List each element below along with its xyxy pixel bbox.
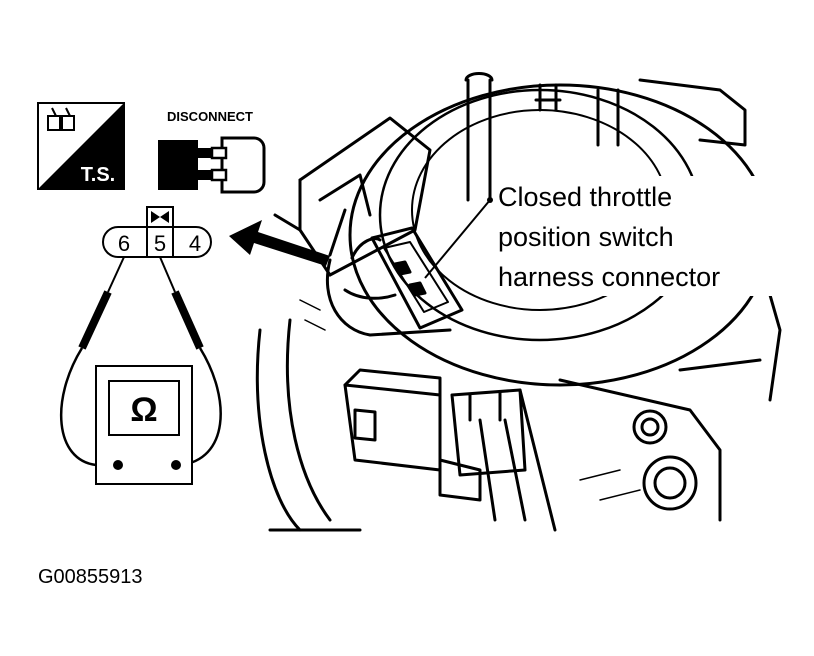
direction-arrow <box>229 220 330 266</box>
ohmmeter: Ω <box>59 256 222 485</box>
disconnect-icon: DISCONNECT <box>158 109 266 194</box>
pin-5: 5 <box>154 231 166 256</box>
ts-icon: T.S. <box>37 102 125 190</box>
callout-line-1: Closed throttle <box>498 182 672 212</box>
ts-icon-label: T.S. <box>81 164 115 186</box>
callout-line-3: harness connector <box>498 262 720 292</box>
pin-connector: 6 5 4 <box>102 206 212 258</box>
figure-id: G00855913 <box>38 566 143 588</box>
disconnect-label: DISCONNECT <box>167 109 253 124</box>
pin-4: 4 <box>189 231 201 256</box>
ohm-symbol: Ω <box>130 391 157 429</box>
callout: Closed throttle position switch harness … <box>424 176 784 296</box>
pin-6: 6 <box>118 231 130 256</box>
callout-line-2: position switch <box>498 222 674 252</box>
engine-illustration <box>255 72 782 532</box>
